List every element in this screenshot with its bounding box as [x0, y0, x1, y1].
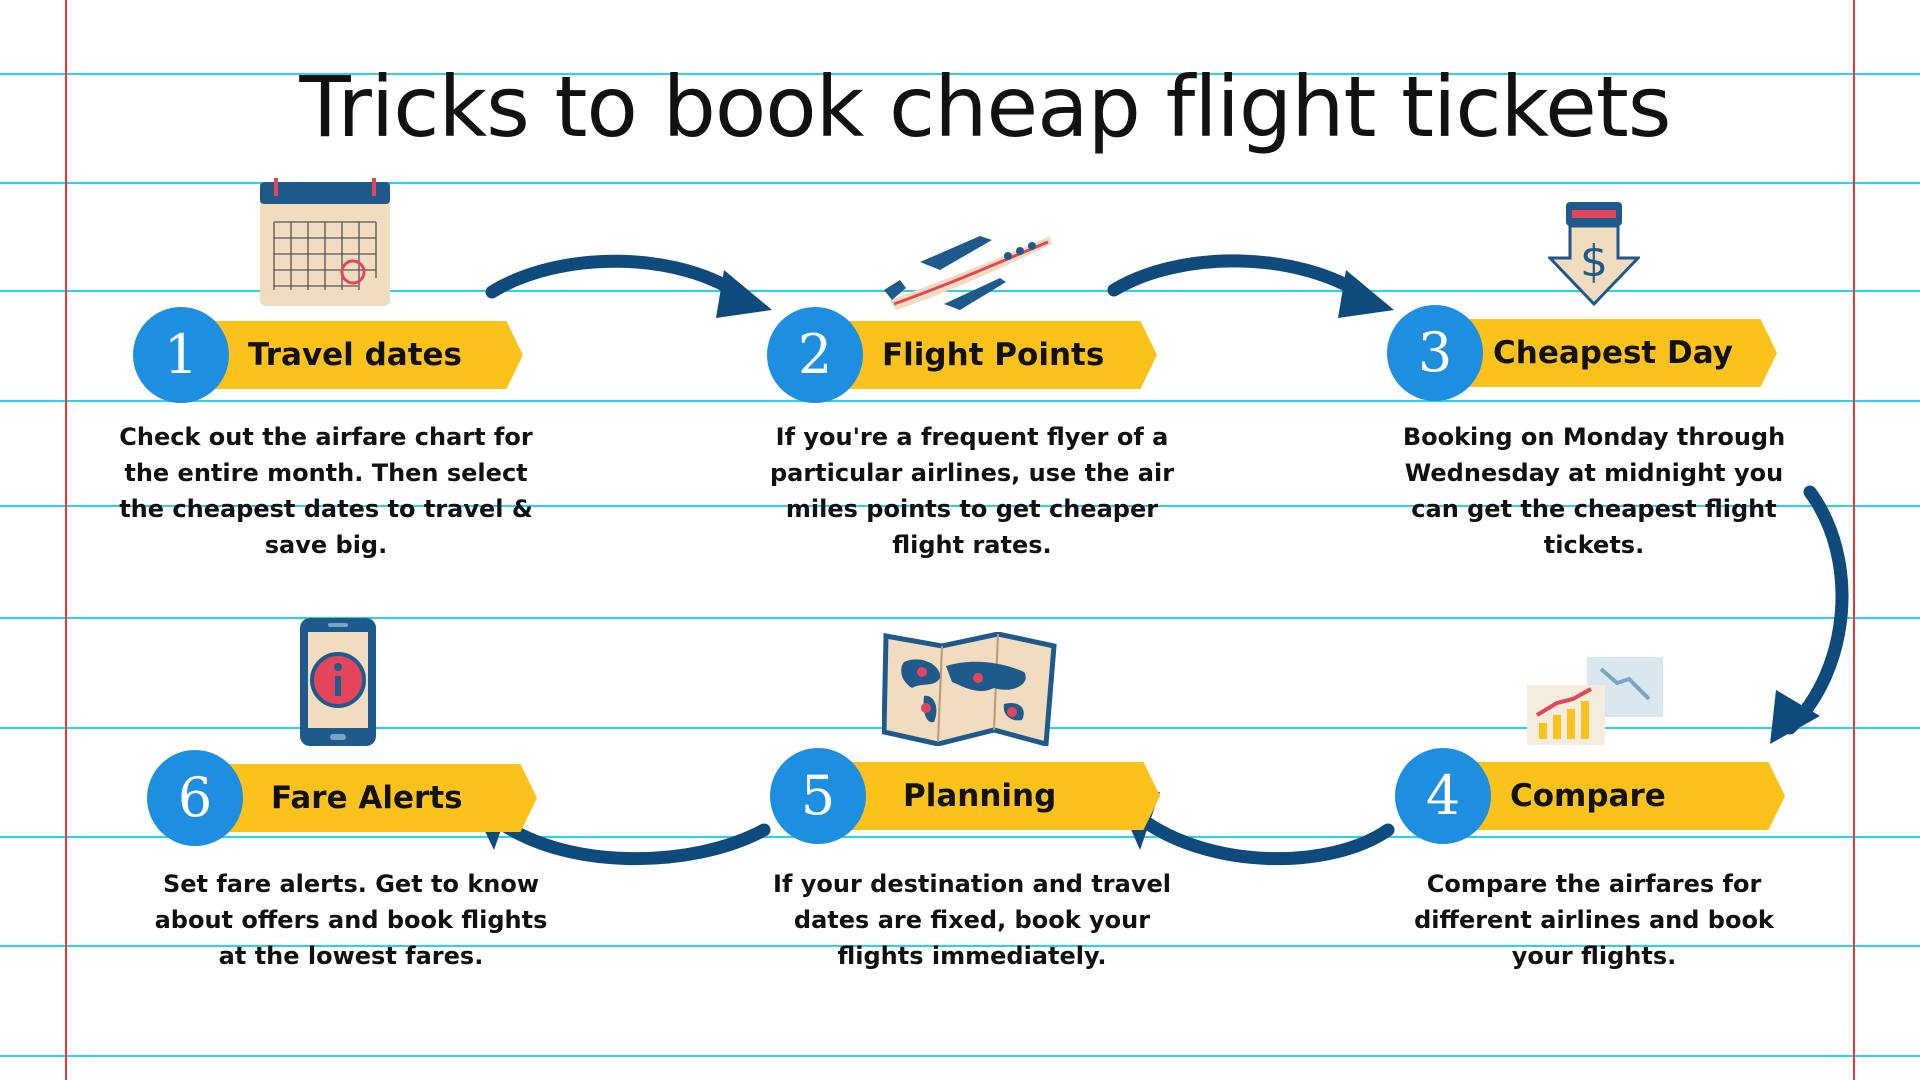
- step-banner: [830, 762, 1160, 830]
- map-icon: [882, 632, 1057, 746]
- step-label: Planning: [903, 778, 1057, 814]
- step-banner: [1447, 319, 1777, 387]
- step-label: Compare: [1510, 778, 1666, 814]
- airplane-icon: [884, 236, 1052, 310]
- step-3-badge: Cheapest Day 3: [1387, 305, 1787, 445]
- step-banner: [1455, 762, 1785, 830]
- dollar-down-icon: $: [1548, 202, 1640, 306]
- step-5-description: If your destination and travel dates are…: [773, 870, 1171, 970]
- step-5-badge: Planning 5: [770, 748, 1170, 888]
- step-label: Cheapest Day: [1493, 335, 1733, 371]
- arrow-4-to-5: [1133, 811, 1395, 866]
- arrow-5-to-6: [487, 811, 771, 866]
- step-number: 3: [1387, 305, 1483, 401]
- arrow-3-to-4: [1783, 485, 1849, 735]
- step-number: 1: [133, 307, 229, 403]
- arrow-2-to-3: [1107, 254, 1375, 305]
- step-6-description: Set fare alerts. Get to know about offer…: [154, 870, 548, 970]
- step-label: Travel dates: [248, 337, 463, 373]
- phone-alert-icon: [300, 618, 376, 746]
- arrow-1-to-2: [485, 254, 752, 305]
- step-banner: [193, 321, 523, 389]
- step-number: 6: [147, 750, 243, 846]
- step-banner: [827, 321, 1157, 389]
- step-2-badge: Flight Points 2: [767, 307, 1167, 447]
- step-2-description: If you're a frequent flyer of a particul…: [769, 423, 1175, 559]
- calendar-icon: [260, 178, 390, 306]
- step-4-description: Compare the airfares for different airli…: [1414, 870, 1774, 970]
- charts-icon: [1527, 657, 1663, 745]
- step-4-badge: Compare 4: [1395, 748, 1795, 888]
- svg-text:$: $: [1580, 236, 1608, 287]
- step-number: 5: [770, 748, 866, 844]
- step-number: 4: [1395, 748, 1491, 844]
- step-banner: [207, 764, 537, 832]
- step-label: Fare Alerts: [271, 780, 463, 816]
- step-number: 2: [767, 307, 863, 403]
- step-1-badge: Travel dates 1: [133, 307, 533, 447]
- step-1-description: Check out the airfare chart for the enti…: [119, 423, 533, 559]
- step-label: Flight Points: [882, 337, 1105, 373]
- step-6-badge: Fare Alerts 6: [147, 750, 547, 890]
- step-3-description: Booking on Monday through Wednesday at m…: [1402, 423, 1786, 559]
- page-title: Tricks to book cheap flight tickets: [299, 58, 1671, 156]
